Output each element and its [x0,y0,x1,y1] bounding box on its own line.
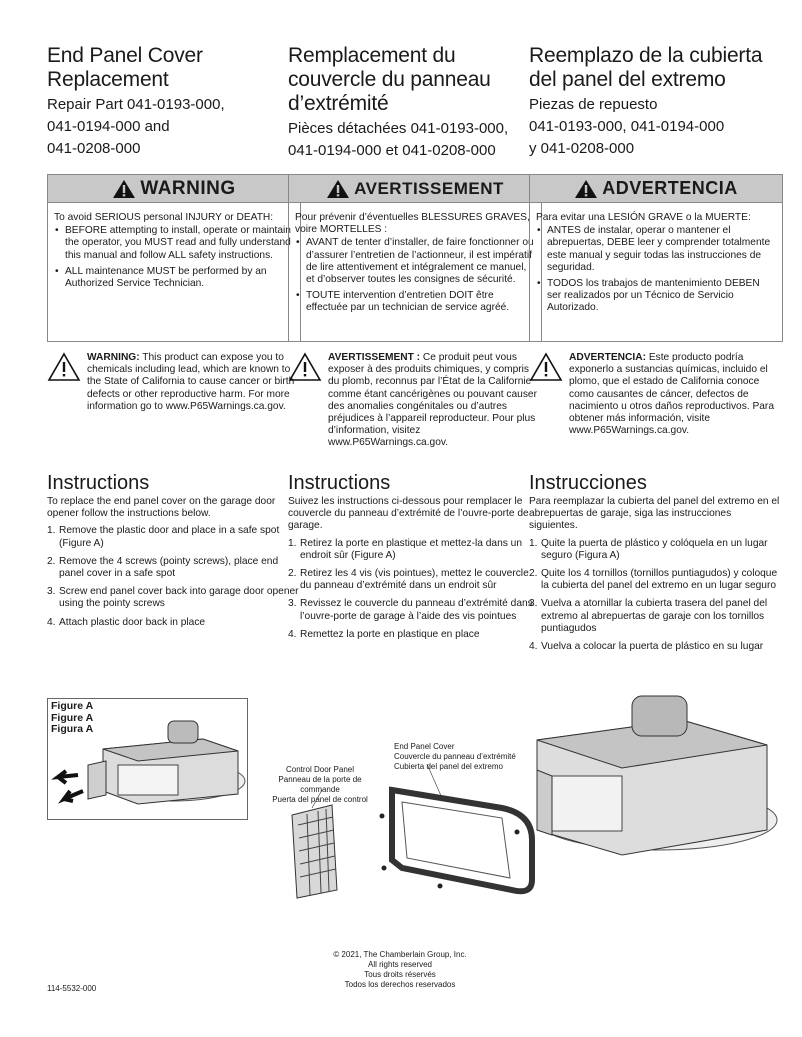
list-item: 1.Retirez la porte en plastique et mette… [288,537,522,561]
instructions-steps: 1.Retirez la porte en plastique et mette… [288,538,540,641]
instructions-steps: 1.Remove the plastic door and place in a… [47,525,299,628]
warning-list: AVANT de tenter d’installer, de faire fo… [295,237,535,314]
warning-triangle-icon [288,352,322,381]
title-block: End Panel Cover Replacement Repair Part … [47,44,299,174]
warning-list: BEFORE attempting to install, operate or… [54,225,294,290]
document-number: 114-5532-000 [47,984,97,993]
warning-triangle-icon [113,179,136,198]
instructions-intro: Suivez les instructions ci-dessous pour … [288,496,529,532]
list-item: 4.Vuelva a colocar la puerta de plástico… [529,641,764,653]
instructions-steps: 1.Quite la puerta de plástico y colóquel… [529,538,781,654]
instructions-section: Instrucciones Para reemplazar la cubiert… [529,471,781,659]
list-item: 1.Quite la puerta de plástico y colóquel… [529,537,768,561]
list-item: 4.Attach plastic door back in place [47,616,206,628]
list-item: 1.Remove the plastic door and place in a… [47,525,280,549]
list-item: 2.Retirez les 4 vis (vis pointues), mett… [288,568,529,592]
instructions-section: Instructions Suivez les instructions ci-… [288,471,540,647]
warning-triangle-icon [575,179,598,198]
list-item: TODOS los trabajos de mantenimiento DEBE… [536,278,776,315]
end-panel-cover-callout: End Panel Cover Couvercle du panneau d’e… [394,742,516,771]
warning-list: ANTES de instalar, operar o mantener el … [536,225,776,314]
warning-body: To avoid SERIOUS personal INJURY or DEAT… [48,203,300,290]
instructions-heading: Instrucciones [529,472,647,494]
repair-part-numbers: Repair Part 041-0193-000, 041-0194-000 a… [47,96,225,157]
title-block: Reemplazo de la cubierta del panel del e… [529,44,781,174]
warning-box: AVERTISSEMENT Pour prévenir d’éventuelle… [288,174,542,342]
warning-header: ADVERTENCIA [530,175,782,203]
list-item: 3.Screw end panel cover back into garage… [47,586,299,610]
instructions-intro: To replace the end panel cover on the ga… [47,496,276,520]
list-item: ALL maintenance MUST be performed by an … [54,266,294,290]
list-item: 3.Revissez le couvercle du panneau d’ext… [288,598,533,622]
list-item: 2.Quite los 4 tornillos (tornillos punti… [529,568,778,592]
prop65-warning: ADVERTENCIA: Este producto podría expone… [529,352,783,437]
warning-header: WARNING [48,175,300,203]
instructions-heading: Instructions [47,472,150,494]
page-title: Reemplazo de la cubierta del panel del e… [529,44,763,91]
warning-body: Pour prévenir d’éventuelles BLESSURES GR… [289,203,541,315]
copyright-notice: © 2021, The Chamberlain Group, Inc. All … [333,950,467,989]
column-spanish: Reemplazo de la cubierta del panel del e… [529,44,783,652]
prop65-warning: WARNING: This product can expose you to … [47,352,301,413]
figure-a-inset: Figure A Figure A Figura A [47,698,248,820]
repair-part-numbers: Pièces détachées 041-0193-000, 041-0194-… [288,120,509,159]
instructions-section: Instructions To replace the end panel co… [47,471,299,635]
list-item: 3.Vuelva a atornillar la cubierta traser… [529,598,768,634]
list-item: 2.Remove the 4 screws (pointy screws), p… [47,555,279,580]
prop65-warning: AVERTISSEMENT : Ce produit peut vous exp… [288,352,542,450]
list-item: AVANT de tenter d’installer, de faire fo… [295,237,535,286]
warning-box: ADVERTENCIA Para evitar una LESIÓN GRAVE… [529,174,783,342]
list-item: ANTES de instalar, operar o mantener el … [536,225,776,274]
warning-box: WARNING To avoid SERIOUS personal INJURY… [47,174,301,342]
warning-triangle-icon [47,352,81,381]
exploded-view-illustration [291,695,778,899]
page-title: End Panel Cover Replacement [47,44,203,91]
page-title: Remplacement du couvercle du panneau d’e… [288,44,491,115]
warning-triangle-icon [529,352,563,381]
title-block: Remplacement du couvercle du panneau d’e… [288,44,540,174]
instructions-intro: Para reemplazar la cubierta del panel de… [529,496,780,532]
list-item: BEFORE attempting to install, operate or… [54,225,294,262]
column-english: End Panel Cover Replacement Repair Part … [47,44,301,628]
figure-a-labels: Figure A Figure A Figura A [51,700,94,735]
warning-header: AVERTISSEMENT [289,175,541,203]
column-french: Remplacement du couvercle du panneau d’e… [288,44,542,640]
control-door-panel-callout: Control Door Panel Panneau de la porte d… [272,765,368,804]
repair-part-numbers: Piezas de repuesto 041-0193-000, 041-019… [529,96,725,157]
list-item: TOUTE intervention d’entretien DOIT être… [295,290,535,314]
instructions-heading: Instructions [288,472,391,494]
warning-body: Para evitar una LESIÓN GRAVE o la MUERTE… [530,203,782,315]
warning-triangle-icon [327,179,350,198]
list-item: 4.Remettez la porte en plastique en plac… [288,628,480,640]
figure-a-illustration [51,720,246,805]
